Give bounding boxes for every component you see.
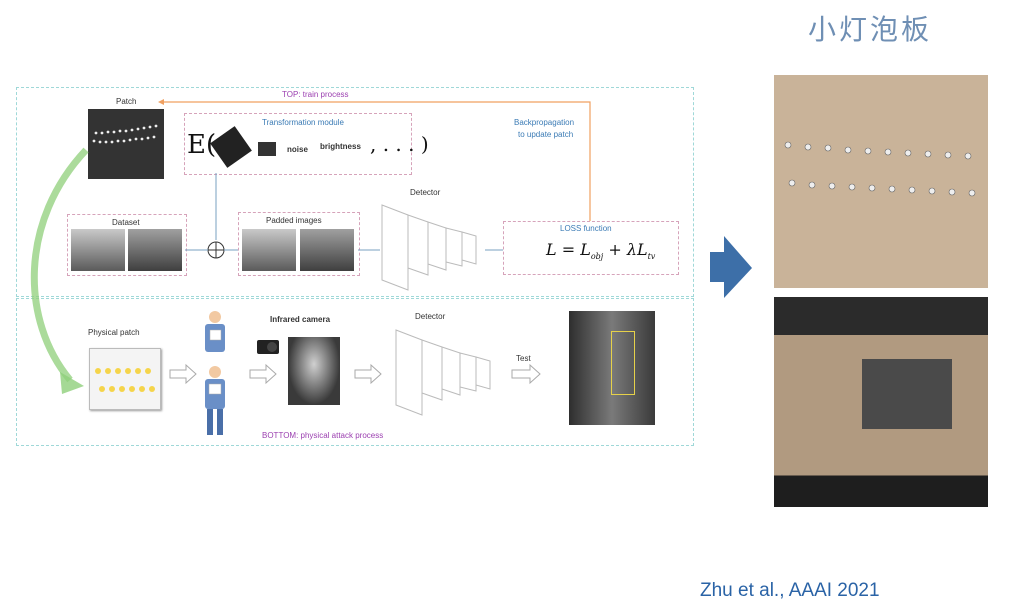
detector-bottom-label: Detector [415, 312, 446, 321]
bulb-board-photo-front [774, 75, 988, 288]
bulb-board-photo-back [774, 297, 988, 507]
top-caption: TOP: train process [282, 90, 349, 99]
bottom-attack-panel [16, 298, 694, 446]
loss-sub-obj: obj [590, 252, 604, 262]
scaled-patch-thumb [258, 142, 276, 156]
patch-label: Patch [116, 97, 137, 106]
infrared-photo [288, 337, 340, 405]
formula-brightness: brightness [320, 142, 361, 151]
bulb-icons-graphic [95, 368, 155, 392]
detector-top-label: Detector [410, 188, 441, 197]
physical-patch-board [89, 348, 161, 410]
loss-function-box [503, 221, 679, 275]
dataset-label: Dataset [112, 218, 140, 227]
bulb-rows-graphic [784, 141, 976, 197]
backprop-line2: to update patch [518, 130, 574, 139]
loss-sub-tv: tv [647, 252, 656, 262]
padded-images-label: Padded images [266, 216, 322, 225]
patch-image [88, 109, 164, 179]
detection-box [611, 331, 635, 395]
backprop-line1: Backpropagation [514, 118, 575, 127]
padded-image-2 [300, 229, 354, 271]
loss-formula-main: L = L [546, 240, 591, 259]
formula-noise: noise [287, 145, 308, 154]
test-label: Test [516, 354, 531, 363]
back-board-dark-panel [862, 359, 952, 429]
infrared-camera-label: Infrared camera [270, 315, 331, 324]
formula-end: , . . . ) [370, 132, 429, 156]
bottom-caption: BOTTOM: physical attack process [262, 431, 384, 440]
big-right-arrow [710, 236, 752, 298]
slide-title: 小灯泡板 [808, 13, 933, 46]
patch-dots-graphic [92, 124, 158, 144]
dataset-image-2 [128, 229, 182, 271]
citation: Zhu et al., AAAI 2021 [700, 580, 880, 601]
transformation-module-label: Transformation module [262, 118, 344, 127]
physical-patch-label: Physical patch [88, 328, 140, 337]
test-result-photo [569, 311, 655, 425]
padded-image-1 [242, 229, 296, 271]
loss-formula-mid: + λL [603, 240, 648, 259]
top-train-panel [16, 87, 694, 297]
loss-function-label: LOSS function [560, 224, 612, 233]
loss-formula: L = Lobj + λLtv [546, 240, 655, 261]
dataset-image-1 [71, 229, 125, 271]
